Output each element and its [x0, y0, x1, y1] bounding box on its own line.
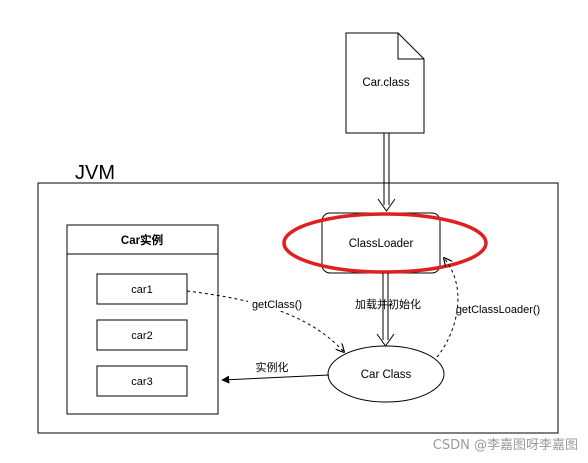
- classloader-label: ClassLoader: [349, 238, 414, 250]
- car-class-file-node: Car.class: [345, 32, 425, 134]
- instance-car1: car1: [96, 273, 188, 305]
- csdn-watermark: CSDN @李嘉图呀李嘉图: [433, 438, 578, 453]
- get-classloader-edge: [436, 258, 459, 358]
- instance-car3: car3: [96, 365, 188, 397]
- file-to-classloader-edge: [377, 133, 396, 212]
- get-class-label: getClass(): [252, 299, 302, 311]
- car-instances-title: Car实例: [121, 233, 163, 247]
- car-class-file-label: Car.class: [362, 77, 410, 89]
- instance-label: car1: [131, 284, 152, 296]
- jvm-label: JVM: [75, 162, 115, 184]
- instantiate-label: 实例化: [256, 360, 289, 374]
- get-class-edge: [186, 290, 344, 352]
- car-class-node: Car Class: [327, 345, 445, 403]
- load-init-label: 加载并初始化: [355, 297, 421, 311]
- instance-car2: car2: [96, 319, 188, 351]
- classloader-highlight-ring: [282, 212, 488, 274]
- instance-label: car2: [131, 330, 152, 342]
- get-class-label-bg: [248, 297, 306, 311]
- instantiate-edge: [221, 374, 330, 384]
- instance-label: car3: [131, 376, 152, 388]
- car-class-label: Car Class: [361, 369, 412, 381]
- classloader-node: ClassLoader: [321, 212, 441, 274]
- get-classloader-label: getClassLoader(): [456, 304, 540, 316]
